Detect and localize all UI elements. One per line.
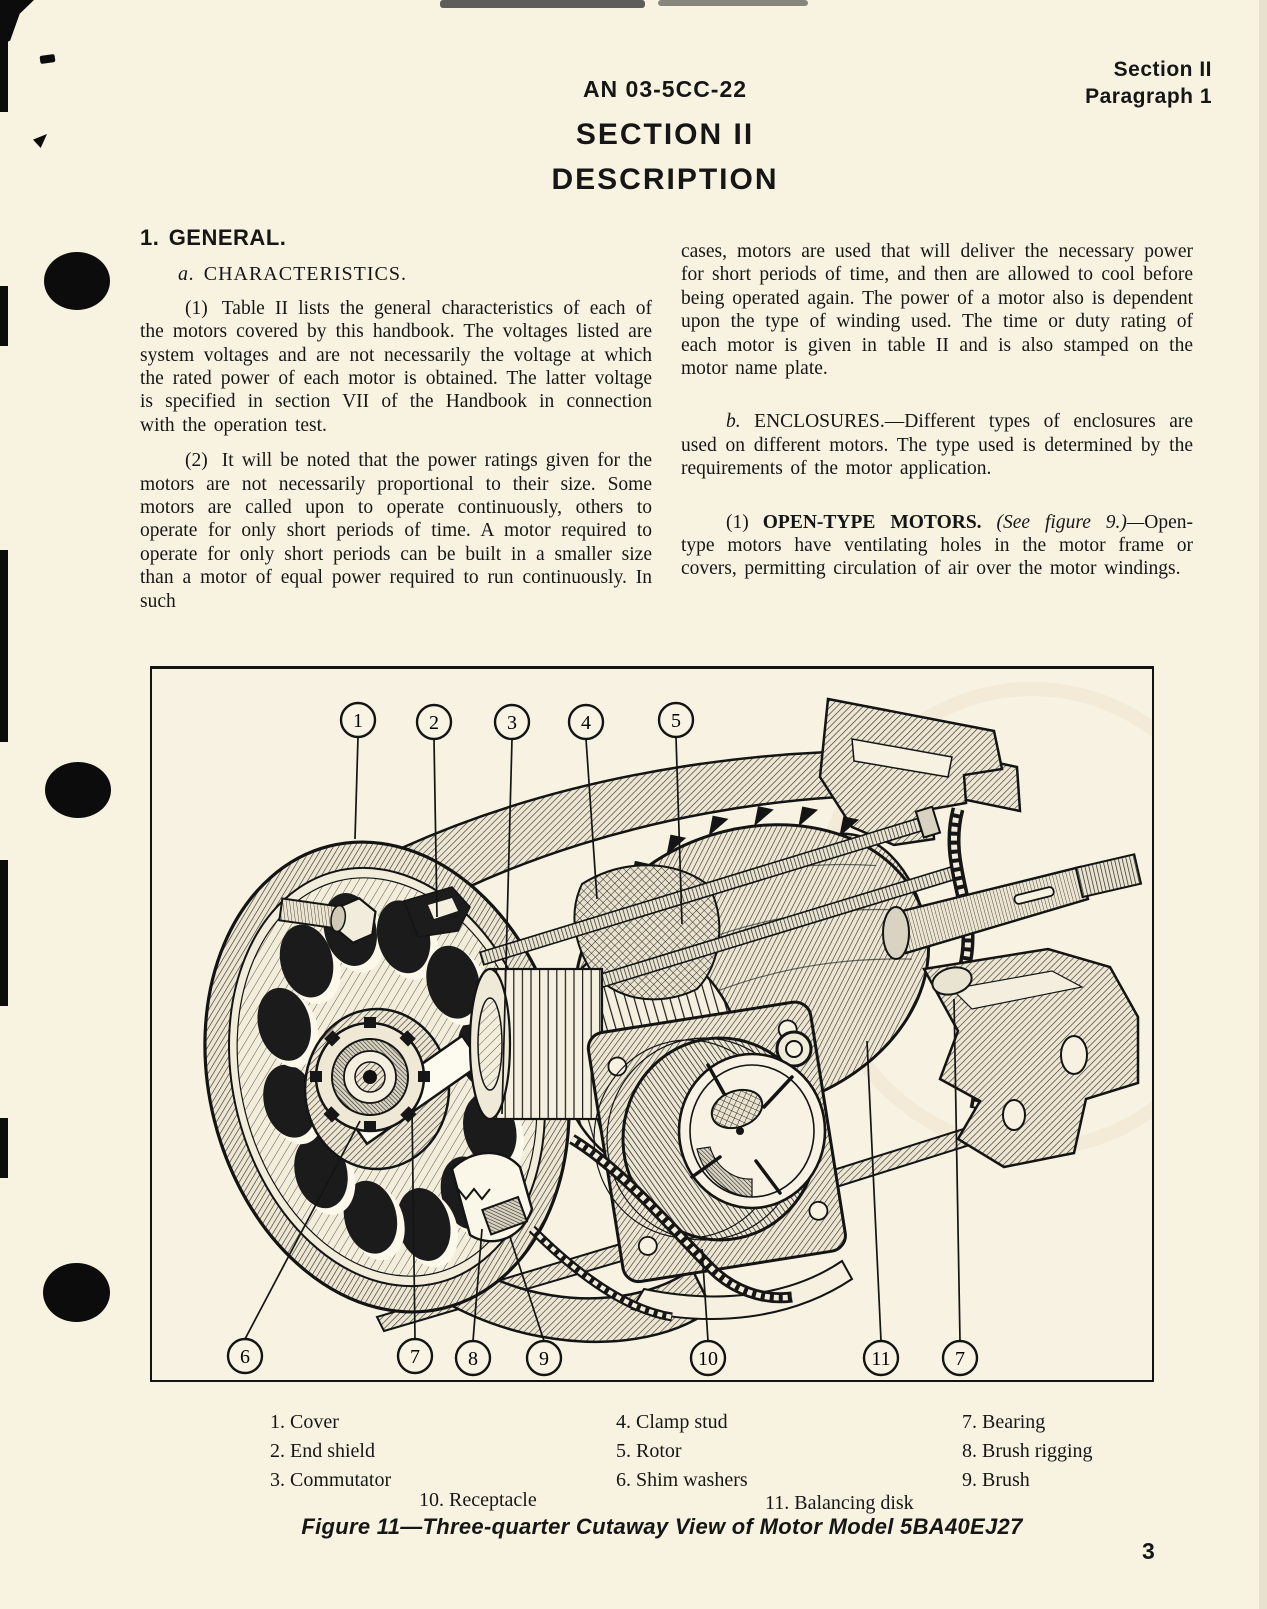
legend-item: 5. Rotor — [616, 1440, 682, 1462]
document-number: AN 03-5CC-22 — [582, 76, 748, 102]
figure-callouts: 1 2 3 4 5 6 7 8 9 10 11 7 — [226, 701, 979, 1377]
svg-text:6: 6 — [240, 1346, 250, 1368]
header-paragraph: Paragraph 1 — [1085, 85, 1212, 108]
legend-item: 8. Brush rigging — [962, 1440, 1093, 1462]
heading-characteristics: a. CHARACTERISTICS. — [178, 263, 407, 286]
commutator — [468, 967, 604, 1121]
keyway — [1013, 886, 1055, 905]
scan-edge-strip — [0, 1118, 8, 1178]
paragraph-1: (1)Table II lists the general characteri… — [140, 297, 652, 436]
callout-6: 6 — [226, 1337, 264, 1375]
punch-hole — [43, 1263, 110, 1322]
header-section: Section II — [1113, 58, 1212, 81]
legend-item: 6. Shim washers — [616, 1469, 748, 1491]
section-title: SECTION II — [575, 118, 755, 151]
paragraph-open-type: (1)OPEN-TYPE MOTORS. (See figure 9.)—Ope… — [681, 511, 1193, 580]
shaft-thread — [1074, 853, 1143, 899]
callout-8: 8 — [454, 1339, 492, 1377]
scan-smudge — [440, 0, 645, 8]
legend-item: 11. Balancing disk — [765, 1492, 914, 1514]
connector-pins — [690, 1063, 794, 1195]
paragraph-continuation: cases, motors are used that will deliver… — [681, 241, 1193, 380]
punch-hole — [44, 252, 110, 310]
callout-10: 10 — [689, 1339, 727, 1377]
callout-5: 5 — [657, 701, 695, 739]
leader-lines — [244, 736, 961, 1342]
scan-mark — [39, 53, 56, 65]
legend-item: 10. Receptacle — [419, 1489, 537, 1511]
scan-edge-strip — [0, 550, 8, 742]
brush — [481, 1195, 529, 1236]
header-right: Section II Paragraph 1 — [900, 56, 1212, 110]
shaft — [882, 853, 1143, 960]
figure-11-cutaway: 1 2 3 4 5 6 7 8 9 10 11 7 — [150, 666, 1254, 1382]
callout-2: 2 — [415, 703, 453, 741]
paragraph-2: (2)It will be noted that the power ratin… — [140, 450, 652, 612]
mounting-bracket — [922, 947, 1140, 1169]
scan-edge-strip — [0, 0, 8, 112]
scan-edge-strip — [0, 860, 8, 1006]
callout-9: 9 — [525, 1339, 563, 1377]
callout-1: 1 — [339, 701, 377, 739]
callout-4: 4 — [567, 703, 605, 741]
legend-item: 7. Bearing — [962, 1411, 1046, 1433]
svg-text:3: 3 — [507, 712, 517, 734]
svg-text:2: 2 — [429, 712, 439, 734]
svg-text:11: 11 — [871, 1348, 890, 1370]
section-subtitle: DESCRIPTION — [551, 163, 779, 196]
scan-mark — [33, 134, 47, 148]
legend-item: 3. Commutator — [270, 1469, 392, 1491]
paragraph-enclosures: b. ENCLOSURES.—Different types of enclos… — [681, 411, 1193, 480]
punch-hole — [45, 762, 111, 818]
hex-bolt — [278, 896, 377, 945]
shaft-bearing — [931, 966, 973, 996]
svg-text:8: 8 — [468, 1348, 478, 1370]
left-column: 1. GENERAL. a. CHARACTERISTICS. (1)Table… — [140, 226, 652, 613]
scan-edge-strip — [0, 286, 8, 346]
figure-caption: Figure 11—Three-quarter Cutaway View of … — [301, 1514, 1023, 1539]
svg-text:4: 4 — [581, 712, 591, 734]
scan-smudge — [658, 0, 808, 6]
right-column: cases, motors are used that will deliver… — [681, 240, 1193, 581]
legend-item: 4. Clamp stud — [616, 1411, 728, 1433]
svg-text:10: 10 — [698, 1348, 718, 1370]
callout-11: 11 — [862, 1339, 900, 1377]
page-number: 3 — [1142, 1538, 1155, 1564]
svg-text:9: 9 — [539, 1348, 549, 1370]
motor-cutaway-illustration: 1 2 3 4 5 6 7 8 9 10 11 7 — [152, 669, 1254, 1380]
figure-legend-column-2: 4. Clamp stud 5. Rotor 6. Shim washers — [616, 1408, 748, 1495]
svg-text:7: 7 — [410, 1346, 420, 1368]
callout-7b: 7 — [941, 1339, 979, 1377]
legend-item: 1. Cover — [270, 1411, 339, 1433]
legend-item: 2. End shield — [270, 1440, 375, 1462]
receptacle — [586, 1000, 847, 1284]
figure-legend-column-1: 1. Cover 2. End shield 3. Commutator — [270, 1408, 391, 1495]
figure-legend-column-3: 7. Bearing 8. Brush rigging 9. Brush — [962, 1408, 1093, 1495]
legend-item: 9. Brush — [962, 1469, 1030, 1491]
callout-3: 3 — [493, 703, 531, 741]
end-shield-bracket — [818, 697, 1004, 847]
callout-7: 7 — [396, 1337, 434, 1375]
svg-text:5: 5 — [671, 710, 681, 732]
heading-general: 1. GENERAL. — [140, 225, 287, 250]
svg-text:7: 7 — [955, 1348, 965, 1370]
svg-text:1: 1 — [353, 710, 363, 732]
